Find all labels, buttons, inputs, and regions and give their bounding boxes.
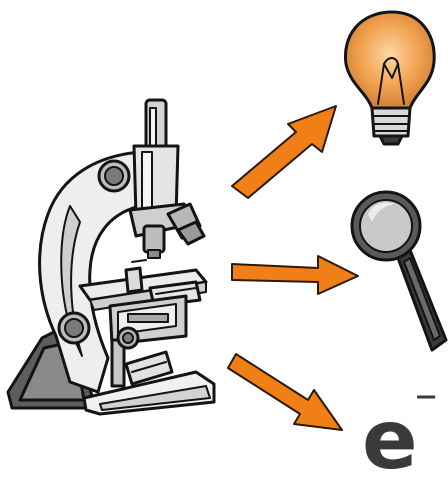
electron-symbol-base: e — [362, 393, 418, 479]
arrow-to-electron — [228, 354, 342, 430]
microscope-icon — [8, 100, 214, 414]
electron-symbol-superscript: ⁻ — [414, 377, 438, 431]
magnifying-glass-icon — [352, 192, 446, 350]
arrow-to-light-bulb — [232, 106, 336, 198]
arrow-to-magnifying-glass — [232, 256, 358, 294]
electron-symbol-icon: e ⁻ — [362, 377, 438, 479]
light-bulb-icon — [345, 12, 434, 144]
